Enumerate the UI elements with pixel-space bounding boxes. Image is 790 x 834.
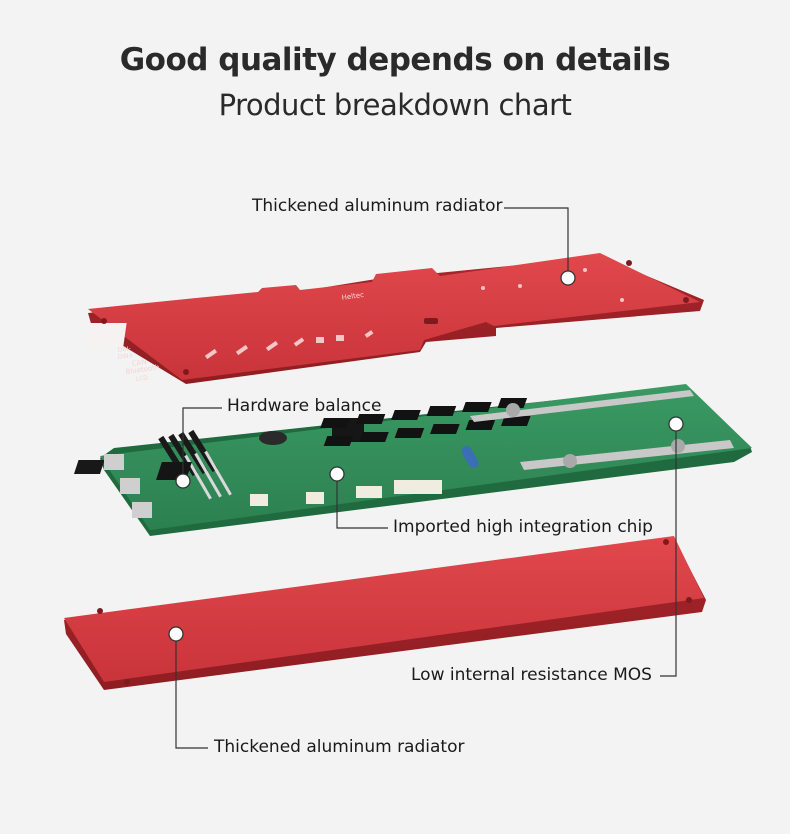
side-terminal xyxy=(120,478,140,494)
top-plate-hole xyxy=(183,369,189,375)
bottom-plate-hole xyxy=(686,597,692,603)
top-plate-slot xyxy=(424,318,438,324)
marker-dot-mos xyxy=(668,416,684,432)
white-connector xyxy=(250,494,268,506)
side-terminal xyxy=(132,502,152,518)
white-connector xyxy=(306,492,324,504)
leader-lines xyxy=(175,207,677,749)
bottom-plate-hole xyxy=(663,539,669,545)
pcb-board xyxy=(73,384,752,536)
balance-component-columns xyxy=(184,450,232,500)
top-plate-silk-line: CAN xyxy=(131,358,147,368)
marker-dot-bottom-radiator xyxy=(168,626,184,642)
top-plate-silk-line: DIN- xyxy=(117,345,131,354)
top-plate-silk-line: DIN+ xyxy=(117,352,134,361)
top-plate-face xyxy=(88,253,700,380)
leader-line-chip xyxy=(336,474,388,529)
page-subtitle: Product breakdown chart xyxy=(218,88,572,122)
bottom-aluminum-radiator xyxy=(64,536,706,690)
side-terminal xyxy=(104,454,124,470)
top-plate-hole xyxy=(683,297,689,303)
busbar-screw xyxy=(506,403,520,417)
leader-line-hardware-balance xyxy=(182,407,222,481)
callout-hardware-balance: Hardware balance xyxy=(227,396,382,416)
callout-chip: Imported high integration chip xyxy=(393,517,653,537)
leader-line-bottom-radiator xyxy=(175,634,208,749)
pcb-face xyxy=(100,384,752,530)
marker-dot-chip xyxy=(329,466,345,482)
busbar-screw xyxy=(563,454,577,468)
secondary-ic-chip xyxy=(73,460,105,474)
top-aluminum-radiator: DIN- DIN+ CAN Bluetooth LCD Heltec xyxy=(85,253,704,384)
bottom-plate-face xyxy=(64,536,704,682)
leader-line-mos xyxy=(660,424,677,677)
top-plate-brand: Heltec xyxy=(341,291,364,302)
top-plate-hole xyxy=(626,260,632,266)
leader-line-top-radiator xyxy=(504,207,569,278)
marker-dot-top-radiator xyxy=(560,270,576,286)
busbar xyxy=(470,390,694,422)
marker-dot-hardware-balance xyxy=(175,473,191,489)
white-connector xyxy=(356,486,382,498)
top-plate-silk-line: LCD xyxy=(135,374,148,383)
mos-array xyxy=(320,398,531,446)
top-plate-hole xyxy=(101,318,107,324)
top-plate-label-sticker xyxy=(85,323,127,347)
top-plate-silkscreen-marks xyxy=(204,268,624,360)
page-title: Good quality depends on details xyxy=(119,42,671,78)
callout-bottom-radiator: Thickened aluminum radiator xyxy=(214,737,465,757)
bottom-plate-hole xyxy=(97,608,103,614)
white-connector xyxy=(394,480,442,494)
blue-resistor xyxy=(461,445,479,469)
coin-cell-battery xyxy=(259,431,287,445)
bottom-plate-hole xyxy=(124,679,130,685)
callout-top-radiator: Thickened aluminum radiator xyxy=(252,196,503,216)
callout-mos: Low internal resistance MOS xyxy=(411,665,652,685)
busbar-screw xyxy=(671,439,685,453)
